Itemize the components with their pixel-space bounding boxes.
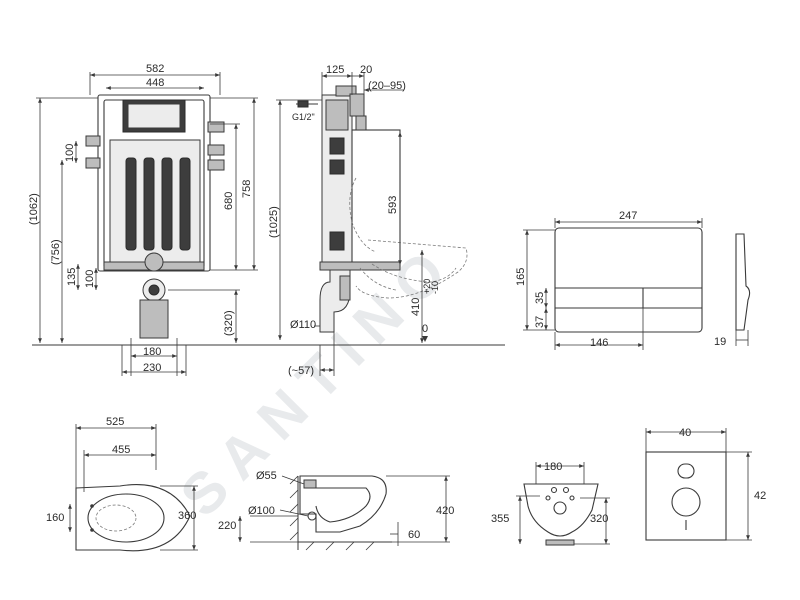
dim-410: 410: [410, 298, 422, 316]
dim-230: 230: [143, 362, 161, 374]
mat-height: 42: [754, 490, 766, 502]
watermark: SANTINO: [168, 229, 468, 529]
bowl-h-420: 420: [436, 505, 454, 517]
dim-680: 680: [223, 192, 235, 210]
plate-width: 247: [619, 210, 637, 222]
plate-h-35: 35: [534, 292, 546, 304]
dim-448: 448: [146, 77, 164, 89]
dim-758: 758: [241, 180, 253, 198]
plate-w-146: 146: [590, 337, 608, 349]
dim-410-tol-plus: +20: [422, 279, 432, 294]
dim-100-bottom: 100: [84, 270, 96, 288]
bowl-d-55: Ø55: [256, 470, 277, 482]
bowl-d-60: 60: [408, 529, 420, 541]
dim-320: (320): [223, 310, 235, 336]
bowl-rear-view: 180 355 320: [491, 461, 610, 546]
rear-h-355: 355: [491, 513, 509, 525]
bowl-length-inner: 455: [112, 444, 130, 456]
bowl-top-view: 525 455 160 360: [46, 416, 198, 552]
plate-h-37: 37: [534, 316, 546, 328]
dim-756: (756): [50, 239, 62, 265]
bowl-width-inner: 160: [46, 512, 64, 524]
bowl-h-220: 220: [218, 520, 236, 532]
rear-h-320: 320: [590, 513, 608, 525]
plate-height: 165: [515, 268, 527, 286]
bowl-width-outer: 360: [178, 510, 196, 522]
inlet-label: G1/2": [292, 112, 315, 122]
dim-582: 582: [146, 63, 164, 75]
insulation-mat: 40 42: [645, 427, 766, 541]
frame-front-view: 582 448 (1062) (756) 100 135 100 680 758…: [28, 63, 505, 376]
dim-100-top: 100: [64, 144, 76, 162]
dim-1062: (1062): [28, 193, 40, 225]
dim-593: 593: [387, 196, 399, 214]
bowl-length-outer: 525: [106, 416, 124, 428]
dim-410-tol-minus: -10: [430, 281, 440, 294]
dim-125: 125: [326, 64, 344, 76]
dim-20: 20: [360, 64, 372, 76]
flush-plate: 247 165 35 37 146 19: [515, 210, 751, 350]
bowl-d-100: Ø100: [248, 505, 275, 517]
bowl-side-view: Ø55 Ø100 220 420 60: [218, 470, 454, 551]
dim-57: (~57): [288, 365, 314, 377]
dim-20-95: (20–95): [368, 80, 406, 92]
dim-180: 180: [143, 346, 161, 358]
dim-pipe-110: Ø110: [290, 319, 316, 331]
rear-w-180: 180: [544, 461, 562, 473]
zero-mark: 0: [422, 323, 428, 335]
plate-depth: 19: [714, 336, 726, 348]
dim-1025: (1025): [268, 206, 280, 238]
mat-width: 40: [679, 427, 691, 439]
dim-135: 135: [66, 268, 78, 286]
frame-side-view: G1/2" 125 20 (20–95) (1025) 593 410 +20 …: [268, 64, 468, 377]
